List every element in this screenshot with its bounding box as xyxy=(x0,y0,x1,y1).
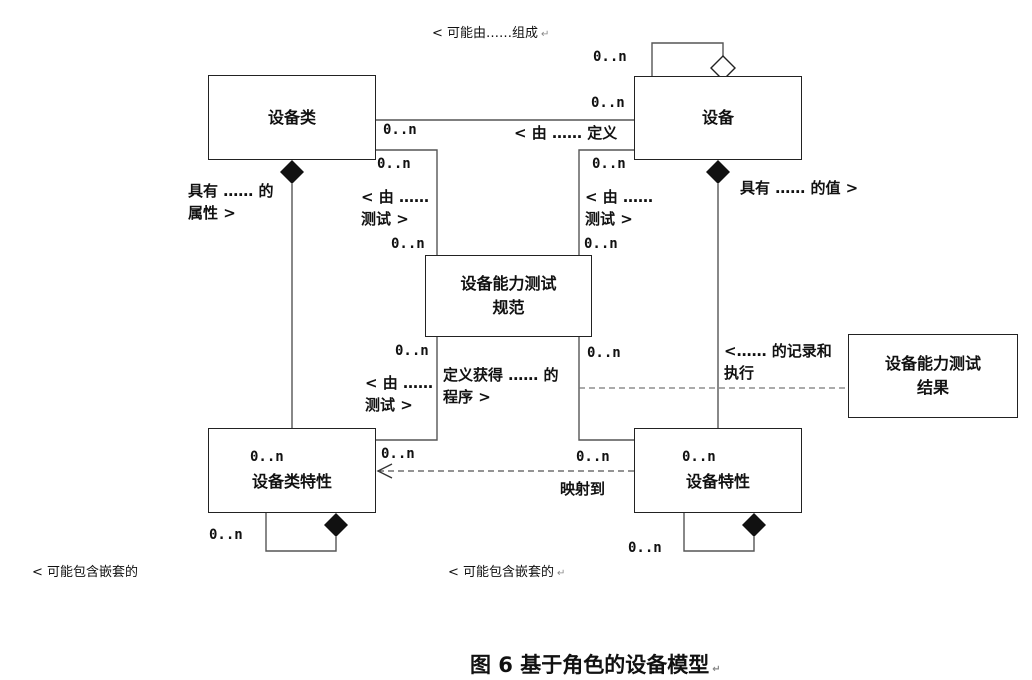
device-class-label: 设备类 xyxy=(267,107,316,127)
devicefeature-self-line xyxy=(683,513,755,552)
multiplicity-label: 0..n xyxy=(381,446,415,462)
classfeature-self-line xyxy=(265,513,337,552)
device-class-box[interactable]: 设备类 xyxy=(208,75,376,160)
record-label: <…… 的记录和执行 xyxy=(724,340,832,384)
multiplicity-label: 0..n xyxy=(682,449,716,465)
has-attribute-line1: 具有 …… 的 xyxy=(188,182,274,200)
class-spec-association xyxy=(376,149,438,255)
device-self-aggregation-line xyxy=(651,42,724,76)
record-line2: 执行 xyxy=(724,364,755,382)
device-label: 设备 xyxy=(701,108,734,127)
test-spec-label-line2: 规范 xyxy=(492,298,525,317)
procedure-label: 定义获得 …… 的程序 > xyxy=(443,364,558,408)
device-feature-label: 设备特性 xyxy=(685,471,750,491)
test-spec-box[interactable]: 设备能力测试规范 xyxy=(425,255,592,337)
maps-to-label: 映射到 xyxy=(560,480,606,498)
tested-by-right-line2: 测试 > xyxy=(585,210,633,228)
tested-by-bottom-line1: < 由 …… xyxy=(365,374,434,392)
composition-diamond xyxy=(706,160,730,184)
nesting-note-right: < 可能包含嵌套的↵ xyxy=(448,561,565,580)
figure-caption-text: 图 6 基于角色的设备模型 xyxy=(470,653,710,677)
procedure-line2: 程序 > xyxy=(443,388,491,406)
multiplicity-label: 0..n xyxy=(391,236,425,252)
tested-by-left-line2: 测试 > xyxy=(361,210,409,228)
test-result-label-line1: 设备能力测试 xyxy=(884,354,981,373)
has-attribute-line2: 属性 > xyxy=(188,204,236,222)
multiplicity-label: 0..n xyxy=(383,122,417,138)
figure-caption: 图 6 基于角色的设备模型↵ xyxy=(470,649,721,679)
return-mark: ↵ xyxy=(557,568,566,579)
return-mark: ↵ xyxy=(541,29,550,40)
multiplicity-label: 0..n xyxy=(576,449,610,465)
multiplicity-label: 0..n xyxy=(377,156,411,172)
nesting-note-top: < 可能由……组成↵ xyxy=(432,22,549,41)
multiplicity-label: 0..n xyxy=(250,449,284,465)
device-box[interactable]: 设备 xyxy=(634,76,802,160)
has-attribute-label: 具有 …… 的属性 > xyxy=(188,180,273,224)
tested-by-bottom-label: < 由 …… 测试 > xyxy=(365,372,433,416)
tested-by-right-label: < 由 …… 测试 > xyxy=(585,186,653,230)
spec-classfeature-association xyxy=(376,337,438,441)
class-feature-box[interactable]: 设备类特性 xyxy=(208,428,376,513)
composition-diamond xyxy=(742,513,766,537)
nesting-note-left: < 可能包含嵌套的 xyxy=(32,565,139,580)
tested-by-right-line1: < 由 …… xyxy=(585,188,654,206)
record-line1: <…… 的记录和 xyxy=(724,342,832,360)
procedure-line1: 定义获得 …… 的 xyxy=(443,366,559,384)
nesting-note-right-text: < 可能包含嵌套的 xyxy=(448,565,555,580)
maps-to-arrowhead xyxy=(376,463,393,479)
test-result-label-line2: 结果 xyxy=(916,378,949,397)
composition-diamond xyxy=(280,160,304,184)
multiplicity-label: 0..n xyxy=(395,343,429,359)
tested-by-left-label: < 由 …… 测试 > xyxy=(361,186,429,230)
multiplicity-label: 0..n xyxy=(628,540,662,556)
multiplicity-label: 0..n xyxy=(587,345,621,361)
tested-by-bottom-line2: 测试 > xyxy=(365,396,413,414)
multiplicity-label: 0..n xyxy=(593,49,627,65)
defined-by-label: < 由 …… 定义 xyxy=(514,124,618,142)
multiplicity-label: 0..n xyxy=(209,527,243,543)
return-mark: ↵ xyxy=(712,664,721,675)
test-spec-label-line1: 设备能力测试 xyxy=(460,274,557,293)
composition-diamond xyxy=(324,513,348,537)
multiplicity-label: 0..n xyxy=(591,95,625,111)
class-feature-label: 设备类特性 xyxy=(251,471,332,491)
has-value-label: 具有 …… 的值 > xyxy=(740,179,859,197)
device-feature-box[interactable]: 设备特性 xyxy=(634,428,802,513)
nesting-note-text: < 可能由……组成 xyxy=(432,26,539,41)
tested-by-left-line1: < 由 …… xyxy=(361,188,430,206)
multiplicity-label: 0..n xyxy=(584,236,618,252)
spec-devicefeature-association xyxy=(578,337,634,441)
multiplicity-label: 0..n xyxy=(592,156,626,172)
device-spec-association xyxy=(578,149,634,255)
test-result-box[interactable]: 设备能力测试结果 xyxy=(848,334,1018,418)
